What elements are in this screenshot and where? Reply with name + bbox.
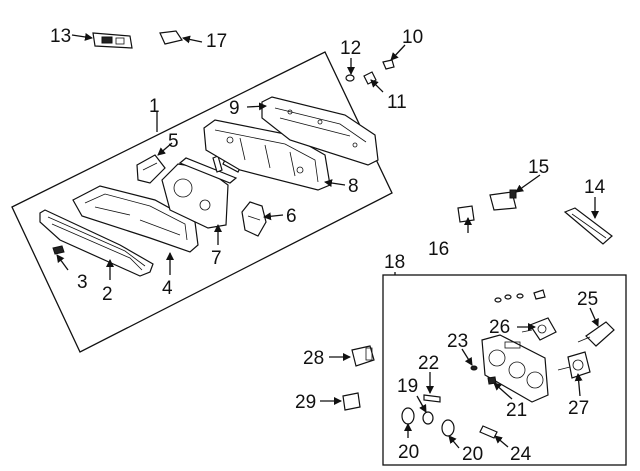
part-7-gauge-panel: [161, 157, 238, 229]
part-20-knob-right: [441, 419, 455, 437]
callout-labels: 1 2 3 4 5 6 7 8 9 10 11 12 13 14 15 16 1…: [50, 26, 606, 465]
callout-23[interactable]: 23: [447, 331, 468, 352]
callout-29[interactable]: 29: [295, 392, 316, 413]
callout-20-right[interactable]: 20: [462, 444, 483, 465]
callout-19[interactable]: 19: [397, 376, 418, 397]
part-28-switch: [351, 345, 375, 367]
callout-6[interactable]: 6: [286, 206, 297, 227]
part-6-gauge: [241, 201, 267, 237]
part-23-bulb: [470, 365, 478, 371]
callout-27[interactable]: 27: [568, 398, 589, 419]
callout-18[interactable]: 18: [384, 252, 405, 273]
part-26-motor: [521, 317, 557, 341]
callout-21[interactable]: 21: [506, 400, 527, 421]
callout-11[interactable]: 11: [387, 92, 407, 113]
part-bulbs-18: [494, 289, 546, 303]
callout-16[interactable]: 16: [428, 239, 449, 260]
callout-7[interactable]: 7: [211, 248, 222, 269]
part-2-bezel: [39, 209, 154, 277]
callout-2[interactable]: 2: [102, 284, 113, 305]
callout-24[interactable]: 24: [510, 444, 532, 465]
callout-15[interactable]: 15: [528, 157, 549, 178]
callout-14[interactable]: 14: [584, 177, 606, 198]
part-27-motor: [557, 351, 591, 379]
callout-9[interactable]: 9: [229, 98, 240, 119]
part-29-switch: [342, 392, 361, 411]
part-3-clip: [52, 245, 65, 255]
part-15-switch: [489, 189, 517, 211]
callout-17[interactable]: 17: [206, 31, 227, 52]
callout-4[interactable]: 4: [162, 278, 173, 299]
callout-12[interactable]: 12: [340, 38, 361, 59]
assembly-outline-18: [382, 274, 627, 466]
callout-3[interactable]: 3: [77, 272, 88, 293]
part-14-lens: [563, 207, 613, 245]
callout-13[interactable]: 13: [50, 26, 71, 47]
callout-25[interactable]: 25: [577, 289, 598, 310]
leader-lines: [56, 33, 599, 449]
part-13-switch: [92, 32, 133, 49]
part-19-knob: [422, 411, 434, 425]
callout-22[interactable]: 22: [418, 353, 439, 374]
part-18-control-panel: [481, 334, 549, 403]
part-4-housing: [72, 185, 199, 253]
part-9-circuit-board: [261, 96, 379, 166]
callout-20-left[interactable]: 20: [398, 442, 419, 463]
part-20-knob-left: [401, 407, 415, 425]
part-22-bulb: [423, 394, 441, 403]
callout-28[interactable]: 28: [303, 348, 324, 369]
part-12-bulb: [345, 74, 355, 82]
part-24-knob: [479, 425, 498, 439]
part-25-actuator: [577, 321, 615, 347]
part-5-gauge: [136, 154, 166, 184]
assembly-outline-1: [11, 51, 393, 353]
part-10-bulb: [382, 59, 395, 70]
part-16-knob: [457, 205, 475, 223]
callout-5[interactable]: 5: [168, 131, 179, 152]
callout-10[interactable]: 10: [402, 27, 423, 48]
callout-26[interactable]: 26: [489, 317, 510, 338]
callout-8[interactable]: 8: [348, 176, 359, 197]
part-11-socket: [363, 71, 377, 85]
callout-1[interactable]: 1: [149, 96, 160, 117]
part-17-clip: [159, 30, 183, 45]
